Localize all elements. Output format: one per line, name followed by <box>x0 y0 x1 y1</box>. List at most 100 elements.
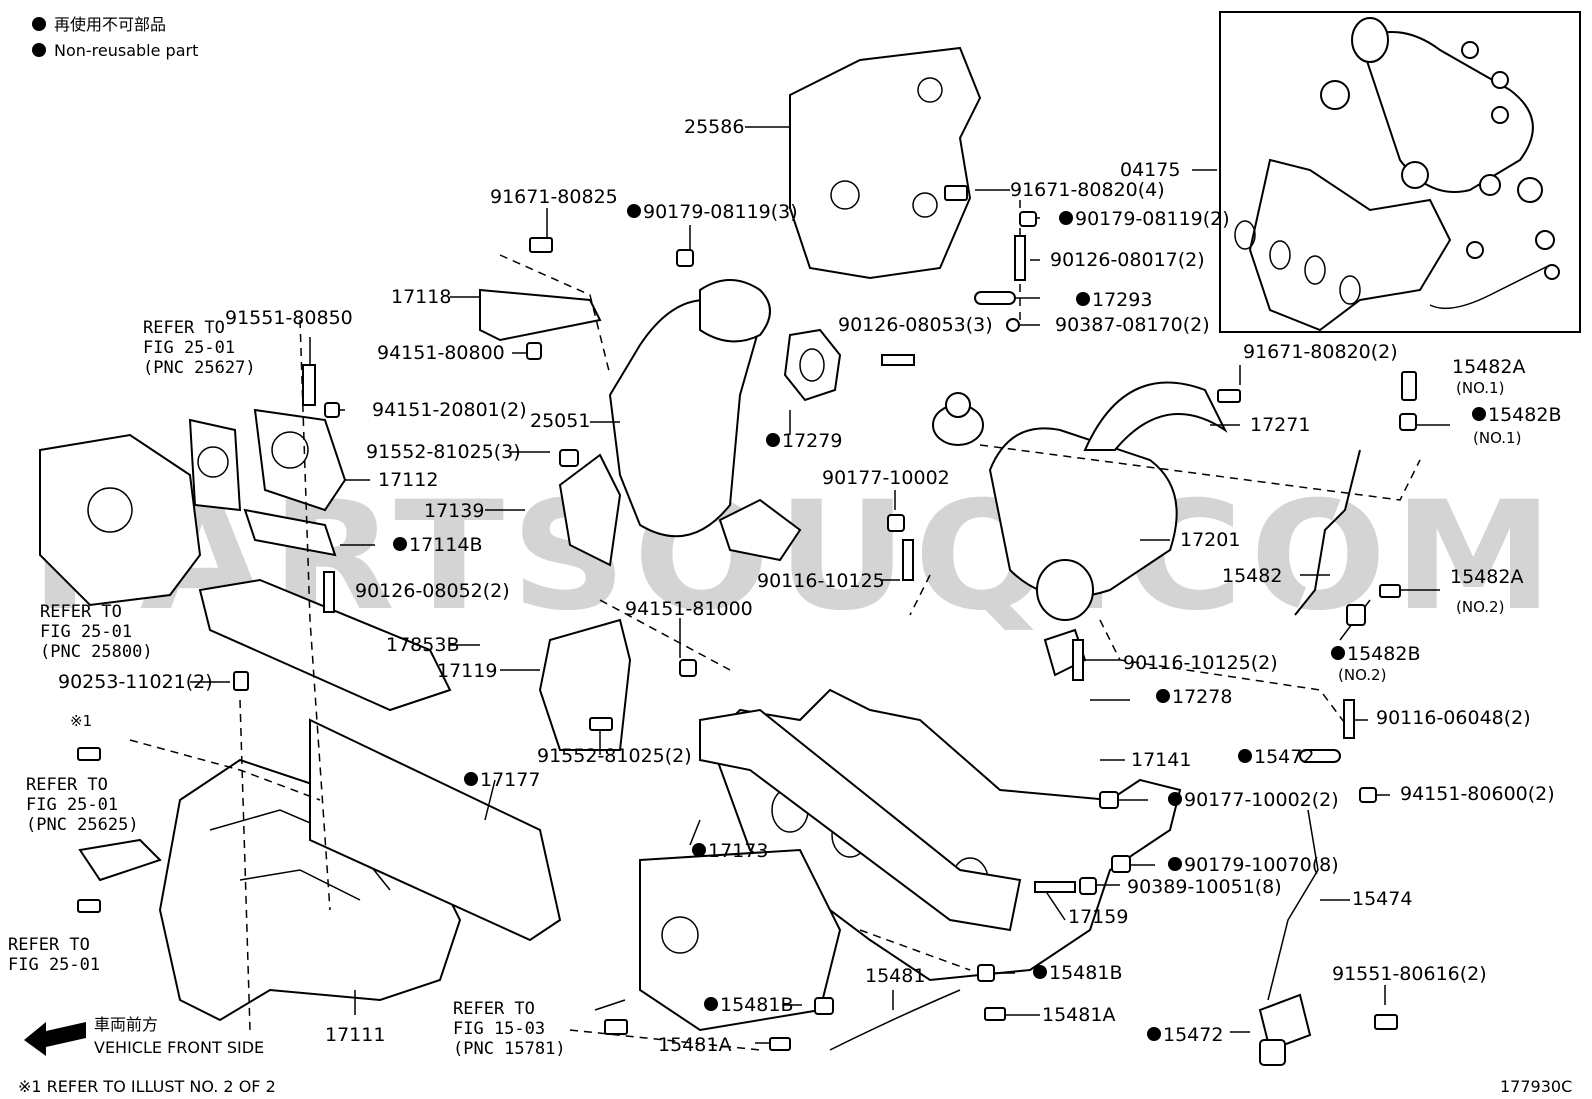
part-callout: 15482A <box>1450 566 1523 588</box>
ref-2501-line1: REFER TO <box>8 935 90 955</box>
part-callout: 90389-10051(8) <box>1127 876 1282 898</box>
part-callout: 90116-10125 <box>757 570 885 592</box>
part-callout: 91671-80820(2) <box>1243 341 1398 363</box>
part-callout: 17118 <box>391 286 451 308</box>
part-callout: 15481B <box>1049 962 1122 984</box>
ref-25800-line1: REFER TO <box>40 602 122 622</box>
part-callout: 15482B <box>1488 404 1561 426</box>
insulator-17853b <box>198 578 452 712</box>
part-callout: 15481 <box>865 965 925 987</box>
gasket-17177 <box>309 718 562 942</box>
inset-assembly <box>1219 11 1581 333</box>
bullet-icon <box>32 17 46 31</box>
bracket-15482-pipe <box>1294 449 1361 616</box>
part-callout: 17114B <box>409 534 482 556</box>
part-callout: 04175 <box>1120 159 1180 181</box>
part-callout: 17173 <box>708 840 768 862</box>
bracket-17118 <box>479 288 602 342</box>
part-callout: 17111 <box>325 1024 385 1046</box>
nonreusable-bullet-icon <box>1472 407 1486 421</box>
part-callout: 91552-81025(3) <box>366 441 521 463</box>
nonreusable-bullet-icon <box>1033 965 1047 979</box>
ref-25625-line2: FIG 25-01 <box>26 795 118 815</box>
part-callout: 94151-80600(2) <box>1400 783 1555 805</box>
part-callout: 90126-08053(3) <box>838 314 993 336</box>
nonreusable-bullet-icon <box>1238 749 1252 763</box>
subcallout-labels: (NO.1)(NO.1)(NO.2)(NO.2) <box>1338 379 1521 684</box>
nonreusable-bullet-icon <box>1147 1027 1161 1041</box>
nonreusable-bullet-icon <box>704 997 718 1011</box>
part-callout: 90179-08119(3) <box>643 201 798 223</box>
bullet-icon <box>32 43 46 57</box>
part-callout: 17279 <box>782 430 842 452</box>
part-callout: 91551-80850 <box>225 307 353 329</box>
insulator-17271 <box>1083 381 1228 451</box>
part-callout: 94151-20801(2) <box>372 399 527 421</box>
part-callout: 17271 <box>1250 414 1310 436</box>
part-callout: 15481B <box>720 994 793 1016</box>
nonreusable-bullet-icon <box>393 537 407 551</box>
nonreusable-bullet-icon <box>464 772 478 786</box>
callout-labels: 255860417591671-8082590179-08119(3)91671… <box>58 116 1561 1056</box>
part-callout: 90177-10002(2) <box>1184 789 1339 811</box>
fasteners <box>77 185 1417 1066</box>
ref-25800-line3: (PNC 25800) <box>40 642 153 662</box>
part-callout: 17853B <box>386 634 459 656</box>
part-callout: 15482B <box>1347 643 1420 665</box>
front-arrow-icon <box>24 1022 86 1056</box>
part-callout: 91551-80616(2) <box>1332 963 1487 985</box>
part-callout: 17141 <box>1131 749 1191 771</box>
guide-lines <box>129 200 1421 1051</box>
ref-25627-line1: REFER TO <box>143 318 225 338</box>
part-callout: 94151-80800 <box>377 342 505 364</box>
part-callout: 15482A <box>1452 356 1525 378</box>
part-subcallout: (NO.1) <box>1473 429 1521 447</box>
part-callout: 15481A <box>1042 1004 1115 1026</box>
part-callout: 15472 <box>1163 1024 1223 1046</box>
nonreusable-bullet-icon <box>627 204 641 218</box>
ref-15781-line1: REFER TO <box>453 999 535 1019</box>
part-callout: 17112 <box>378 469 438 491</box>
ref-2501-line2: FIG 25-01 <box>8 955 100 975</box>
ref-15781-line2: FIG 15-03 <box>453 1019 545 1039</box>
nonreusable-bullet-icon <box>1076 292 1090 306</box>
part-callout: 17177 <box>480 769 540 791</box>
part-callout: 17119 <box>437 660 497 682</box>
part-callout: 90179-08119(2) <box>1075 208 1230 230</box>
part-callout: 91671-80820(4) <box>1010 179 1165 201</box>
part-callout: 17159 <box>1068 906 1128 928</box>
nonreusable-bullet-icon <box>1168 857 1182 871</box>
illustration-number: 177930C <box>1500 1077 1572 1096</box>
part-callout: 90126-08017(2) <box>1050 249 1205 271</box>
legend: 再使用不可部品 Non-reusable part <box>32 15 198 60</box>
part-callout: 17139 <box>424 500 484 522</box>
nonreusable-bullet-icon <box>1156 689 1170 703</box>
gasket-17114b <box>243 508 337 557</box>
part-subcallout: (NO.2) <box>1338 666 1386 684</box>
part-callout: 90387-08170(2) <box>1055 314 1210 336</box>
legend-en: Non-reusable part <box>54 41 198 60</box>
part-callout: 15472 <box>1254 746 1314 768</box>
part-callout: 17293 <box>1092 289 1152 311</box>
part-callout: 90126-08052(2) <box>355 580 510 602</box>
part-callout: 94151-81000 <box>625 598 753 620</box>
part-callout: 90253-11021(2) <box>58 671 213 693</box>
heat-insulator-25586 <box>789 46 982 280</box>
nonreusable-bullet-icon <box>1059 211 1073 225</box>
front-label-en: VEHICLE FRONT SIDE <box>94 1038 264 1057</box>
part-callout: 90116-06048(2) <box>1376 707 1531 729</box>
footer-note: ※1 REFER TO ILLUST NO. 2 OF 2 <box>18 1077 276 1096</box>
part-callout: 17201 <box>1180 529 1240 551</box>
nonreusable-bullet-icon <box>1331 646 1345 660</box>
part-callout: 91552-81025(2) <box>537 745 692 767</box>
part-callout: 91671-80825 <box>490 186 618 208</box>
ref-25625-line3: (PNC 25625) <box>26 815 139 835</box>
ref-25800-line2: FIG 25-01 <box>40 622 132 642</box>
part-callout: 90179-10070(8) <box>1184 854 1339 876</box>
bracket-17119 <box>538 618 632 751</box>
part-callout: 90177-10002 <box>822 467 950 489</box>
part-callout: 15474 <box>1352 888 1412 910</box>
legend-jp: 再使用不可部品 <box>54 15 166 34</box>
footer: 車両前方 VEHICLE FRONT SIDE ※1 REFER TO ILLU… <box>18 1015 1572 1096</box>
